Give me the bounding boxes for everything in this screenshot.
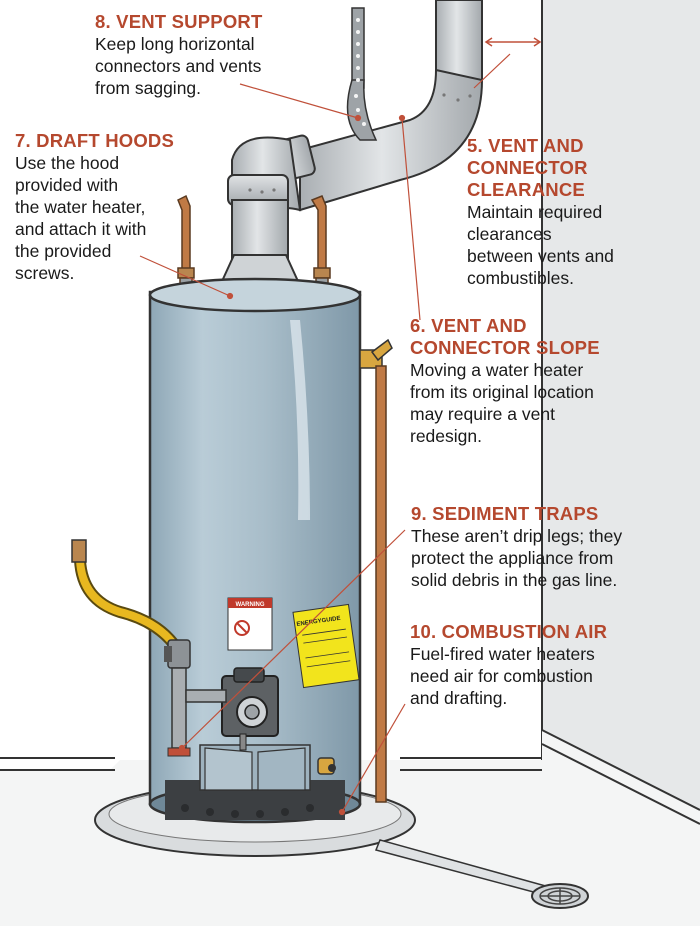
callout-vent-slope: 6. VENT AND CONNECTOR SLOPE Moving a wat… [410,315,600,447]
callout-sediment-traps: 9. SEDIMENT TRAPS These aren’t drip legs… [411,503,622,591]
leader-lines [139,53,511,816]
callout-title: 8. VENT SUPPORT [95,11,263,32]
gas-line [71,539,227,757]
callout-draft-hoods: 7. DRAFT HOODS Use the hood provided wit… [15,130,174,284]
vent-support-strap [346,7,378,141]
clearance-arrow [484,37,542,47]
drain-valve [317,757,336,775]
callout-title: 7. DRAFT HOODS [15,130,175,151]
callout-title: 9. SEDIMENT TRAPS [411,503,599,524]
relief-valve [359,338,393,803]
callout-title: 10. COMBUSTION AIR [410,621,608,642]
callout-vent-clearance: 5. VENT AND CONNECTOR CLEARANCE Maintain… [467,135,614,289]
callout-vent-support: 8. VENT SUPPORT Keep long horizontal con… [95,11,262,99]
floor-drain [374,839,589,909]
callout-body: Fuel-fired water heaters need air for co… [410,644,595,708]
callout-title: 6. VENT AND CONNECTOR SLOPE [410,315,600,358]
callout-body: Moving a water heater from its original … [410,360,594,446]
vent-pipe [227,0,484,261]
callout-title: 5. VENT AND CONNECTOR CLEARANCE [467,135,588,200]
callout-body: Keep long horizontal connectors and vent… [95,34,262,98]
callout-body: Maintain required clearances between ven… [467,202,614,288]
callout-body: Use the hood provided with the water hea… [15,153,147,283]
callout-combustion-air: 10. COMBUSTION AIR Fuel-fired water heat… [410,621,607,709]
callout-body: These aren’t drip legs; they protect the… [411,526,623,590]
tank-labels: WARNING ENERGYGUIDE [227,597,360,689]
warning-label-text: WARNING [236,602,265,608]
gas-control-valve [221,667,279,751]
